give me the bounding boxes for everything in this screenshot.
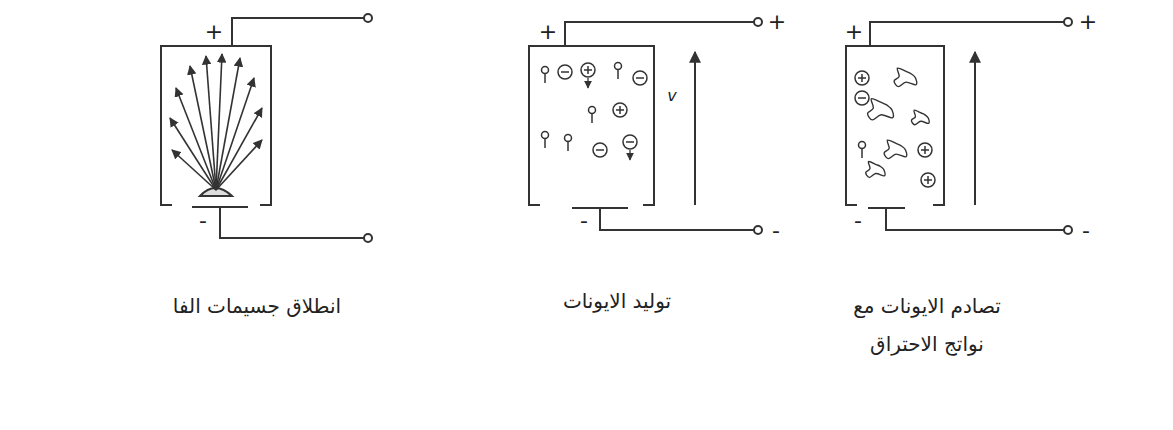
- chamber-box: تصادم الايونات مع نواتج الاحتراق: [845, 45, 945, 205]
- ion-symbol: [623, 135, 637, 160]
- stage-caption: انطلاق جسيمات الفا: [157, 287, 357, 325]
- polarity-sign: -: [1082, 220, 1090, 242]
- polarity-sign: +: [768, 11, 786, 33]
- ion-symbol: [593, 143, 607, 157]
- ion-symbol: [855, 71, 869, 85]
- bottom-plate: [192, 207, 364, 238]
- wire: [870, 22, 1064, 45]
- polarity-sign: +: [539, 21, 557, 43]
- smoke-particle: [866, 161, 885, 177]
- ion-symbol: [918, 143, 932, 157]
- wire: [565, 22, 754, 45]
- smoke-particle: [868, 99, 894, 120]
- alpha-ray: [216, 108, 262, 190]
- wall-tick: [845, 204, 945, 206]
- ion-symbol: [615, 63, 622, 80]
- wall-tick: [528, 204, 655, 206]
- ion-symbol: [589, 107, 596, 124]
- smoke-particle: [911, 110, 929, 125]
- ion-symbol: [859, 142, 866, 159]
- terminal: [1064, 18, 1072, 26]
- bottom-plate: [572, 208, 754, 230]
- smoke-particle: [894, 68, 917, 87]
- ion-symbol: [542, 67, 549, 84]
- voltage-label: v: [667, 88, 676, 104]
- chamber-box: انطلاق جسيمات الفا: [160, 45, 272, 205]
- polarity-sign: +: [845, 21, 863, 43]
- ion-symbol: [581, 63, 595, 88]
- smoke-particle: [884, 140, 907, 159]
- ion-symbol: [921, 173, 935, 187]
- polarity-sign: -: [199, 210, 207, 232]
- ion-symbol: [855, 91, 869, 105]
- ion-symbol: [558, 65, 572, 79]
- polarity-sign: +: [1079, 11, 1097, 33]
- voltage-arrow: [974, 52, 976, 205]
- ion-symbol: [542, 132, 549, 149]
- polarity-sign: +: [205, 21, 223, 43]
- chamber-box: توليد الايونات: [528, 45, 655, 205]
- terminal: [364, 234, 372, 242]
- terminal: [1064, 226, 1072, 234]
- stage-caption: تصادم الايونات مع نواتج الاحتراق: [837, 287, 1017, 363]
- alpha-ray: [206, 56, 216, 190]
- bottom-plate: [868, 208, 1064, 230]
- ion-symbol: [565, 135, 572, 152]
- ion-symbol: [613, 103, 627, 117]
- terminal: [364, 14, 372, 22]
- polarity-sign: -: [854, 210, 862, 232]
- voltage-arrow: [694, 52, 696, 205]
- polarity-sign: -: [580, 210, 588, 232]
- polarity-sign: -: [772, 220, 780, 242]
- wall-tick: [160, 204, 272, 206]
- wire: [232, 18, 364, 45]
- alpha-ray: [216, 140, 262, 190]
- stage-caption: توليد الايونات: [527, 282, 707, 320]
- ion-symbol: [633, 71, 647, 85]
- terminal: [754, 18, 762, 26]
- terminal: [754, 226, 762, 234]
